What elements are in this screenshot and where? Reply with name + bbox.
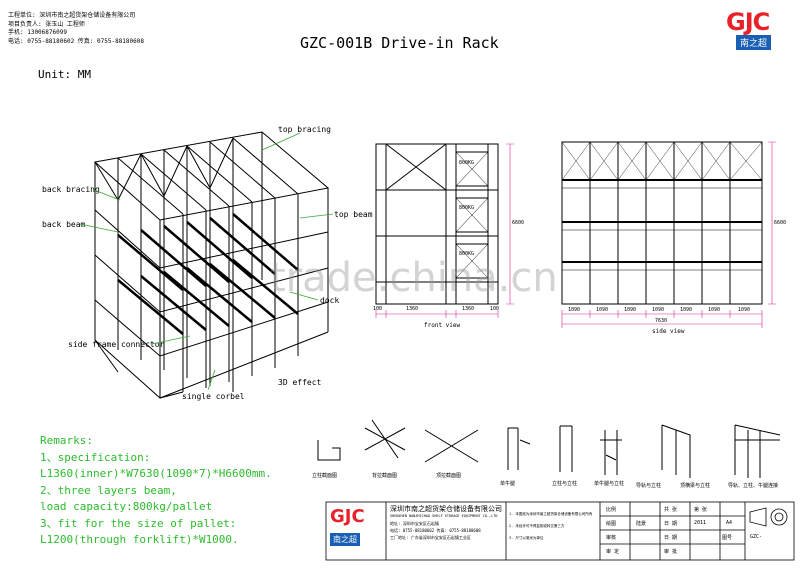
header-info-company: 工程单位: 深圳市南之超货架仓储设备有限公司 (8, 12, 136, 19)
header-info-mobile: 手机: 13006876099 (8, 29, 67, 36)
logo-caption: 南之超 (736, 35, 772, 50)
watermark: trade.china.cn (270, 255, 558, 301)
title-block-notes: 1. 本图纸为深圳市南之超货架仓储设备有限公司所有 2. 未经许可不得复制或转交… (509, 508, 592, 544)
front-view-dim-4: 100 (490, 306, 500, 312)
callout-side-frame-connector: side frame connector (68, 340, 165, 349)
tb-review-date-label: 日 期 (664, 535, 678, 541)
front-view-dim-1: 100 (373, 306, 383, 312)
front-view-caption: front view (424, 322, 461, 329)
detail-drawings (317, 419, 781, 478)
detail-caption-7: 导轨与立柱 (636, 483, 662, 489)
side-view-dimensions (561, 141, 776, 328)
front-view-load-label-1: 800KG (459, 160, 475, 166)
remarks-heading: Remarks: (40, 434, 93, 447)
title-block-logo-lettermark: GJC (330, 506, 365, 527)
remarks-block: Remarks: 1、specification: L1360(inner)*W… (40, 433, 272, 549)
callout-leaders (79, 132, 334, 391)
front-view-load-label-3: 800KG (459, 251, 475, 257)
callout-dock: dock (320, 296, 340, 305)
title-block-company: 深圳市南之超货架仓储设备有限公司 SHENZHEN NANZHICHAO SHE… (390, 506, 502, 541)
tb-sheet-number: 第 张 (694, 507, 708, 513)
title-block-address-1: 地址: 深圳市宝安区石岩镇 (390, 521, 439, 526)
title-block-company-cn: 深圳市南之超货架仓储设备有限公司 (390, 505, 502, 513)
tb-drawing-no-label: 图号 (722, 535, 733, 541)
tb-date-label: 日 期 (664, 521, 678, 527)
front-view-load-label-2: 800KG (459, 205, 475, 211)
tb-paper-size: A4 (726, 520, 733, 526)
tb-approve-label: 审 定 (606, 549, 620, 555)
front-view-height-dim: 6600 (512, 220, 525, 226)
tb-sheets-total: 共 张 (664, 507, 678, 513)
title-block-logo-caption: 南之超 (330, 533, 360, 546)
page-title: GZC-001B Drive-in Rack (300, 34, 499, 52)
front-view-dim-3: 1360 (462, 306, 475, 312)
header-info-block: 工程单位: 深圳市南之超货架仓储设备有限公司 项目负责人: 张玉山 工程师 手机… (8, 12, 144, 46)
title-block-logo: GJC 南之超 (330, 506, 382, 556)
side-view-dim-1: 1090 (568, 307, 581, 313)
callout-single-corbel: single corbel (182, 392, 245, 401)
company-logo: GJC 南之超 (726, 8, 794, 52)
tb-drawn-value: 陆景 (636, 521, 647, 527)
detail-caption-4: 单牛腿 (500, 481, 516, 487)
detail-caption-9: 导轨、立柱、牛腿连接 (728, 483, 779, 489)
callout-back-beam: back beam (42, 220, 86, 229)
tb-date-value: 2011 (694, 520, 707, 526)
side-view (561, 141, 763, 305)
side-view-dim-5: 1090 (680, 307, 693, 313)
unit-label: Unit: MM (38, 68, 91, 81)
side-view-height-dim: 6600 (774, 220, 787, 226)
callout-top-bracing: top bracing (278, 125, 331, 134)
header-info-phone: 电话: 0755-88180602 传真: 0755-88180608 (8, 37, 144, 45)
title-block-address-2: 电话: 0755-88180602 传真: 0755-88180608 (390, 528, 481, 533)
side-view-total-dim: 7630 (655, 318, 668, 324)
detail-caption-6: 单牛腿与立柱 (594, 481, 625, 487)
header-info-manager: 项目负责人: 张玉山 工程师 (8, 20, 85, 28)
side-view-dim-6: 1090 (708, 307, 721, 313)
side-view-dim-2: 1090 (596, 307, 609, 313)
title-block-frame (325, 501, 795, 561)
side-view-dim-3: 1090 (624, 307, 637, 313)
title-block-note-1: 1. 本图纸为深圳市南之超货架仓储设备有限公司所有 (509, 512, 593, 516)
logo-lettermark: GJC (726, 8, 770, 36)
title-block-note-2: 2. 未经许可不得复制或转交第三方 (509, 524, 565, 528)
remarks-line-4: load capacity:800kg/pallet (40, 500, 213, 513)
projection-symbol-icon (749, 507, 788, 527)
remarks-line-2: L1360(inner)*W7630(1090*7)*H6600mm. (40, 467, 272, 480)
title-block-note-3: 3. 尺寸以毫米为单位 (509, 536, 544, 540)
remarks-line-1: 1、specification: (40, 450, 151, 464)
detail-caption-5: 立柱与立柱 (552, 481, 578, 487)
tb-drawn-label: 绘图 (606, 521, 617, 527)
tb-review-label: 审核 (606, 535, 617, 541)
callout-top-beam: top beam (334, 210, 373, 219)
tb-scale-label: 比例 (606, 507, 617, 513)
title-block-company-en: SHENZHEN NANZHICHAO SHELF STORAGE EQUIPM… (390, 514, 498, 518)
callout-back-bracing: back bracing (42, 185, 100, 194)
detail-caption-2: 背拉截面图 (372, 473, 398, 479)
front-view-dimensions (375, 143, 514, 318)
side-view-dim-4: 1090 (652, 307, 665, 313)
remarks-line-5: 3、fit for the size of pallet: (40, 516, 237, 530)
iso-3d-rack (93, 131, 330, 399)
side-view-dim-7: 1090 (738, 307, 751, 313)
remarks-line-6: L1200(through forklift)*W1000. (40, 533, 239, 546)
tb-approval-label: 审 批 (664, 549, 678, 555)
detail-caption-3: 顶拉截面图 (436, 473, 462, 479)
tb-drawing-no-value: GZC- (750, 534, 763, 540)
detail-caption-8: 顶横梁与立柱 (680, 483, 711, 489)
remarks-line-3: 2、three layers beam, (40, 483, 177, 497)
side-view-caption: side view (652, 328, 685, 335)
callout-3d-effect: 3D effect (278, 378, 322, 387)
front-view-dim-2: 1360 (406, 306, 419, 312)
front-view (375, 143, 499, 305)
detail-caption-1: 立柱截面图 (312, 473, 338, 479)
title-block-address-3: 工厂地址: 广东省深圳市宝安区石岩镇工业区 (390, 535, 471, 540)
